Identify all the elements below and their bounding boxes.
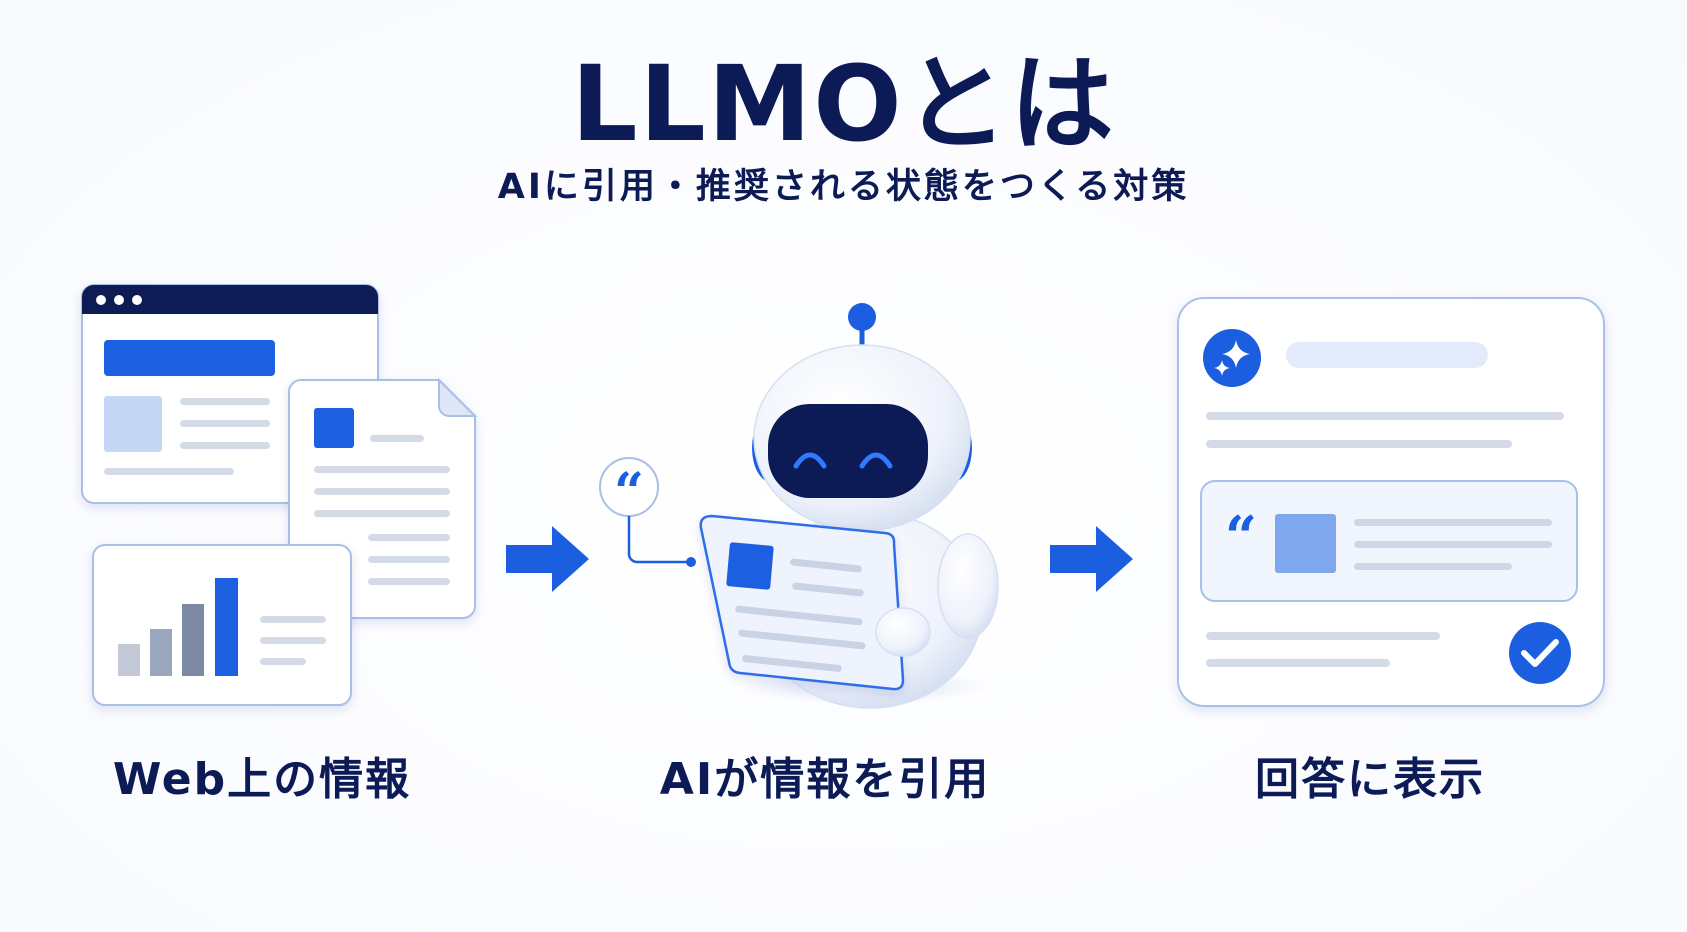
robot-head [752,344,972,532]
citation-box: “ [1200,480,1578,602]
page-title: LLMOとは [571,43,1116,165]
browser-window [81,284,379,504]
sparkle-icon [1203,329,1261,387]
step-label-answer-display: 回答に表示 [1255,754,1485,805]
ai-robot-icon: “ [599,303,999,709]
arrow-right-icon [1050,526,1133,592]
page-subtitle: AIに引用・推奨される状態をつくる対策 [497,167,1190,207]
quote-mark-icon: “ [1225,504,1257,570]
bar-chart-card [92,544,352,706]
ai-answer-card-icon: “ [1177,297,1605,707]
quote-bubble: “ [599,457,696,567]
web-documents-icon [81,284,478,706]
step-label-ai-cites: AIが情報を引用 [659,754,991,805]
quote-mark-icon: “ [614,462,644,523]
check-icon [1509,622,1571,684]
step-label-web-info: Web上の情報 [112,754,412,805]
arrow-right-icon [506,526,589,592]
robot-tablet [699,514,905,691]
